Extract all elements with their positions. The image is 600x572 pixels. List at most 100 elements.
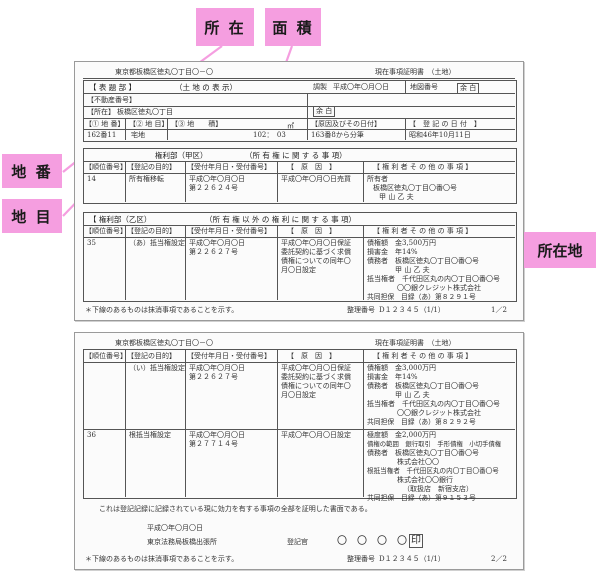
kou-date: 平成〇年〇月〇日 [189,175,245,183]
p2r2-cause-1: 平成〇年〇月〇日設定 [281,431,351,439]
p2r1-detail-7: 共同担保 目録（あ）第８２９２号 [367,418,476,426]
otsu-detail-5: 抵当権者 千代田区丸の内〇丁目〇番〇号 [367,275,500,283]
row-chimoku: 宅地 [131,131,145,139]
col-chiseki-unit: ㎡ [287,122,294,130]
hyodai-sub: （土 地 の 表 示） [175,83,238,92]
otsu-h-holder: 【 権 利 者 そ の 他 の 事 項 】 [373,227,473,235]
kou-rcpt: 第２２６２４号 [189,184,238,192]
p2-h-holder: 【 権 利 者 そ の 他 の 事 項 】 [373,352,473,360]
col-chiban: 【① 地 番】 [85,120,125,128]
registrar-label: 登記官 [287,538,308,546]
otsu-num: 35 [87,239,96,247]
col-chimoku: 【② 地 目】 [129,120,169,128]
p2-h-cause: 【 原 因 】 [287,352,336,360]
p2r2-detail-8: 共同担保 目録（あ）第９１５３号 [367,494,476,502]
p2r2-num: 36 [87,431,96,439]
page2-seiri-value: D１２３４５（1/1） [379,555,445,563]
kou-h-purpose: 【登記の目的】 [127,163,176,171]
otsu-cause-3: 債権についての同年〇 [281,257,351,265]
p2r1-cause-1: 平成〇年〇月〇日保証 [281,364,351,372]
page1-page-no: 1／2 [491,306,507,314]
callout-lot-number: 地 番 [2,154,62,188]
chizu-label: 地図番号 [410,83,438,91]
col-genin: 【原因及びその日付】 [311,120,381,128]
issue-date: 平成〇年〇月〇日 [147,524,203,532]
callout-location: 所 在 [196,8,254,46]
otsu-h-purpose: 【登記の目的】 [127,227,176,235]
page2-address-title: 東京都板橋区徳丸〇丁目〇－〇 [115,339,213,347]
p2r2-detail-6: 株式会社〇〇銀行 [397,476,453,484]
bureau-name: 東京法務局板橋出張所 [147,538,217,546]
page1-footer-note: ＊下線のあるものは抹消事項であることを示す。 [85,306,239,314]
otsu-cause-4: 月〇日設定 [281,266,316,274]
otsu-detail-1: 債権額 金3,500万円 [367,239,437,247]
certificate-page-2: 東京都板橋区徳丸〇丁目〇－〇 現在事項証明書 （土地） 【順位番号】 【登記の目… [74,332,524,570]
hyodai-label: 【 表 題 部 】 [89,83,137,92]
shozai-yohaku: 余 白 [313,106,336,117]
p2r2-rcpt: 第２７７１４号 [189,440,238,448]
page2-seiri-label: 整理番号 [347,555,375,563]
page1-seiri-label: 整理番号 [347,306,375,314]
p2r2-detail-7: （取扱店 新宿支店） [403,485,473,493]
chosei-value: 平成〇年〇月〇日 [333,83,389,91]
kou-holder-2: 板橋区徳丸〇丁目〇番〇号 [373,184,457,192]
kou-h-holder: 【 権 利 者 そ の 他 の 事 項 】 [373,163,473,171]
callout-area: 面 積 [265,8,321,46]
otsu-title: 【 権利部（乙区） [89,215,152,224]
p2-h-num: 【順位番号】 [85,352,127,360]
kou-sub: （所 有 権 に 関 す る 事 項） [245,151,347,160]
kou-cause: 平成〇年〇月〇日売買 [281,175,351,183]
p2-h-purpose: 【登記の目的】 [127,352,176,360]
p2r1-cause-2: 委託契約に基づく求償 [281,373,351,381]
otsu-rcpt: 第２２６２７号 [189,248,238,256]
kou-title: 権利部（甲区） [155,151,208,160]
kou-holder-3: 甲 山 乙 夫 [379,193,414,201]
kou-holder-1: 所有者 [367,175,388,183]
certificate-page-1: 東京都板橋区徳丸〇丁目〇－〇 現在事項証明書 （土地） 【 表 題 部 】 （土… [74,61,524,321]
otsu-h-num: 【順位番号】 [85,227,127,235]
row-chiban: 162番11 [87,131,117,139]
p2r2-date: 平成〇年〇月〇日 [189,431,245,439]
page2-page-no: 2／2 [491,555,507,563]
row-chiseki: 102： 03 [253,131,286,139]
p2r1-detail-3: 債務者 板橋区徳丸〇丁目〇番〇号 [367,382,479,390]
otsu-detail-2: 損害金 年14% [367,248,418,256]
col-chiseki: 【③ 地 積】 [171,120,223,128]
p2r1-detail-5: 抵当権者 千代田区丸の内〇丁目〇番〇号 [367,400,500,408]
kou-h-num: 【順位番号】 [85,163,127,171]
p2r2-detail-5: 根抵当権者 千代田区丸の内〇丁目〇番〇号 [367,467,499,475]
otsu-cause-2: 委託契約に基づく求償 [281,248,351,256]
p2-h-date: 【受付年月日・受付番号】 [187,352,271,360]
p2r1-detail-2: 損害金 年14% [367,373,418,381]
cert-statement: これは登記記録に記録されている現に効力を有する事項の全部を証明した書面である。 [99,505,372,513]
page1-address-title: 東京都板橋区徳丸〇丁目〇－〇 [115,68,213,76]
callout-land-category: 地 目 [2,199,62,233]
page2-footer-note: ＊下線のあるものは抹消事項であることを示す。 [85,555,239,563]
callout-owner-address: 所在地 [524,232,596,268]
p2r1-rcpt: 第２２６２７号 [189,373,238,381]
otsu-date: 平成〇年〇月〇日 [189,239,245,247]
shozai-value: 板橋区徳丸〇丁目 [117,108,173,116]
p2r2-detail-2: 債権の範囲 銀行取引 手形債権 小切手債権 [367,440,502,448]
otsu-detail-3: 債務者 板橋区徳丸〇丁目〇番〇号 [367,257,479,265]
kou-purpose: 所有権移転 [129,175,164,183]
row-toki: 昭和46年10月11日 [409,131,471,139]
kou-num: 14 [87,175,96,183]
otsu-detail-4: 甲 山 乙 夫 [395,266,430,274]
otsu-h-cause: 【 原 因 】 [287,227,336,235]
otsu-purpose: （あ）抵当権設定 [129,239,185,247]
otsu-detail-7: 共同担保 目録（あ）第８２９１号 [367,293,476,301]
p2r1-cause-3: 債権についての同年〇 [281,382,351,390]
otsu-sub: （所 有 権 以 外 の 権 利 に 関 す る 事 項） [205,215,356,224]
p2r1-detail-1: 債権額 金3,000万円 [367,364,437,372]
p2r1-date: 平成〇年〇月〇日 [189,364,245,372]
fudosan-label: 【不動産番号】 [87,96,136,104]
p2r2-purpose: 根抵当権設定 [129,431,171,439]
chosei-label: 調製 [313,83,327,91]
otsu-detail-6: 〇〇銀クレジット株式会社 [397,284,481,292]
kou-h-cause: 【 原 因 】 [287,163,336,171]
p2r1-detail-4: 甲 山 乙 夫 [395,391,430,399]
page2-cert-title: 現在事項証明書 （土地） [375,339,456,347]
kou-h-date: 【受付年月日・受付番号】 [187,163,271,171]
p2r1-cause-4: 月〇日設定 [281,391,316,399]
